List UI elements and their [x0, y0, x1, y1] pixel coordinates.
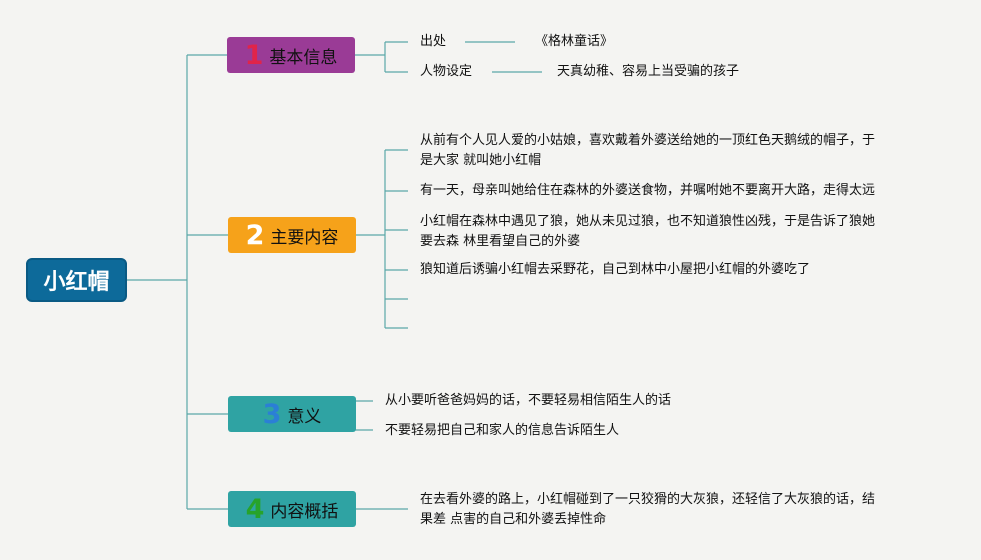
main-content-line-1[interactable]: 从前有个人见人爱的小姑娘，喜欢戴着外婆送给她的一顶红色天鹅绒的帽子，于	[420, 133, 876, 148]
meaning-line-1[interactable]: 从小要听爸爸妈妈的话，不要轻易相信陌生人的话	[385, 393, 672, 408]
meaning-line-2[interactable]: 不要轻易把自己和家人的信息告诉陌生人	[385, 423, 620, 438]
topic-summary[interactable]: 4 内容概括	[228, 491, 356, 527]
topic-meaning[interactable]: 3 意义	[228, 396, 356, 432]
topic-label-3: 意义	[287, 406, 322, 427]
source-label[interactable]: 出处	[420, 34, 447, 49]
main-content-line-4[interactable]: 小红帽在森林中遇见了狼，她从未见过狼，也不知道狼性凶残，于是告诉了狼她	[420, 214, 876, 229]
character-label[interactable]: 人物设定	[420, 64, 473, 79]
topic-label-2: 主要内容	[270, 227, 339, 248]
summary-line-1[interactable]: 在去看外婆的路上，小红帽碰到了一只狡猾的大灰狼，还轻信了大灰狼的话，结	[420, 492, 876, 507]
topic-label-4: 内容概括	[270, 501, 339, 522]
topic-label-1: 基本信息	[269, 47, 338, 68]
topic-main-content[interactable]: 2 主要内容	[228, 217, 356, 253]
main-content-line-6[interactable]: 狼知道后诱骗小红帽去采野花，自己到林中小屋把小红帽的外婆吃了	[420, 262, 811, 277]
character-value[interactable]: 天真幼稚、容易上当受骗的孩子	[557, 64, 740, 79]
root-label: 小红帽	[43, 270, 110, 295]
root-node[interactable]: 小红帽	[26, 258, 127, 302]
main-content-line-3[interactable]: 有一天，母亲叫她给住在森林的外婆送食物，并嘱咐她不要离开大路，走得太远	[420, 183, 876, 198]
topic-number-2: 2	[245, 219, 265, 251]
topic-basic-info[interactable]: 1 基本信息	[227, 37, 355, 73]
topic-number-4: 4	[245, 493, 265, 525]
main-content-line-5[interactable]: 要去森 林里看望自己的外婆	[420, 234, 581, 249]
summary-line-2[interactable]: 果差 点害的自己和外婆丢掉性命	[420, 512, 607, 527]
topic-number-3: 3	[262, 398, 282, 430]
topic-number-1: 1	[244, 39, 264, 71]
source-value[interactable]: 《格林童话》	[535, 34, 614, 49]
main-content-line-2[interactable]: 是大家 就叫她小红帽	[420, 153, 542, 168]
